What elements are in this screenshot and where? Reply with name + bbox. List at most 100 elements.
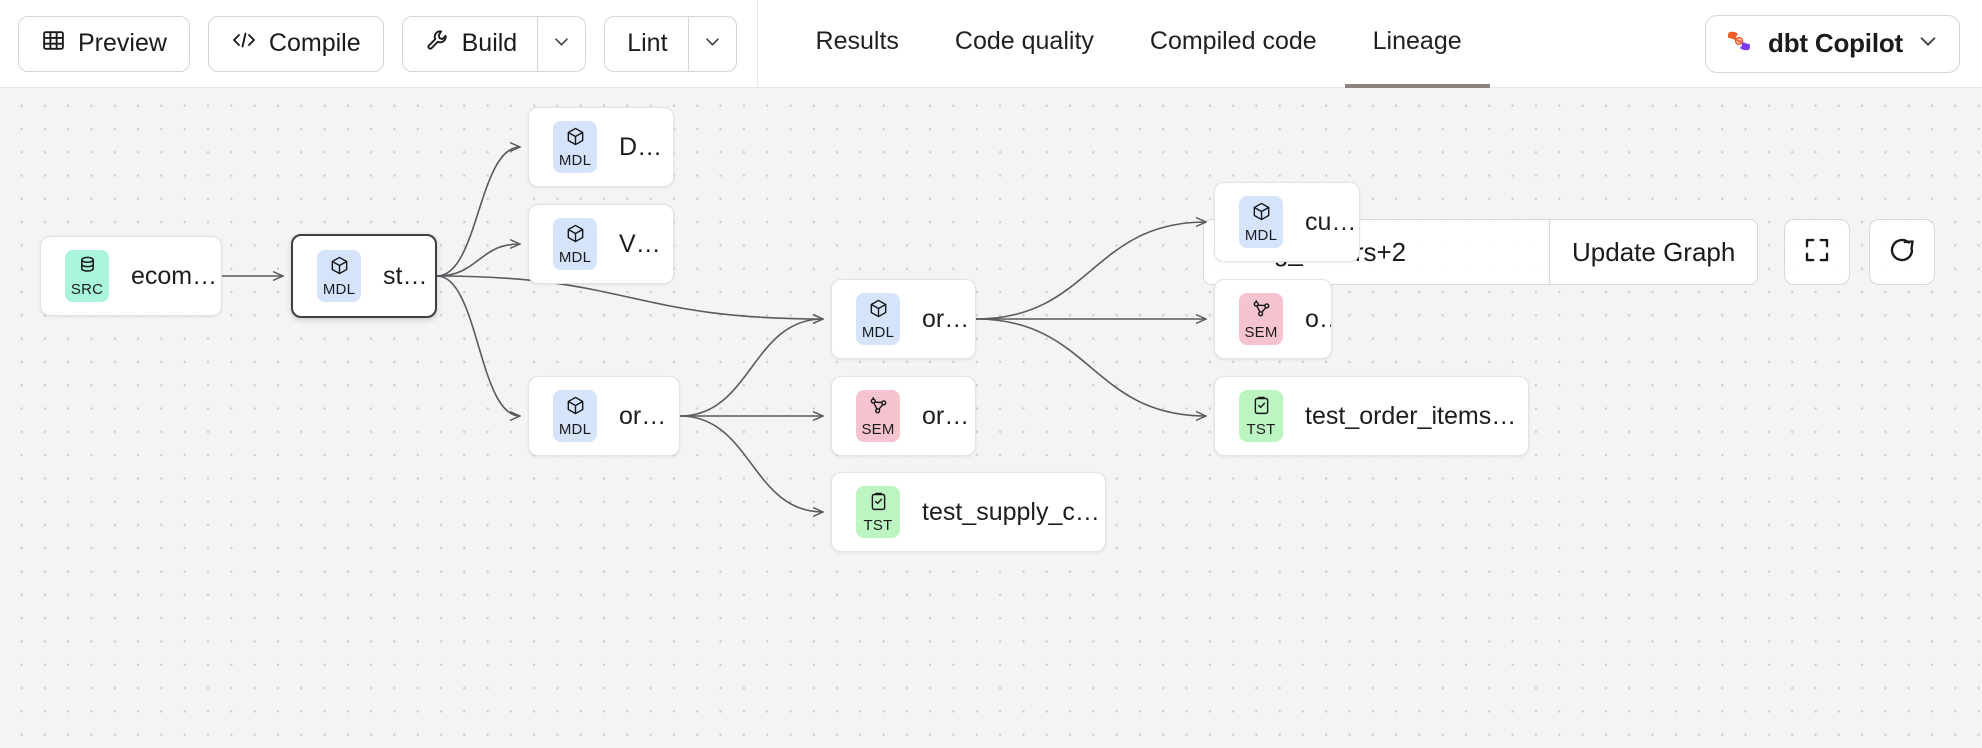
badge-type-label: MDL [861, 324, 895, 341]
compile-button-label: Compile [268, 29, 361, 57]
code-icon [231, 28, 257, 59]
clipboard-check-icon [1251, 395, 1272, 421]
badge-type-label: MDL [1244, 227, 1278, 244]
tab-label: Code quality [954, 27, 1094, 55]
badge-type-label: TST [863, 517, 893, 534]
lineage-node-ve_demo[interactable]: MDL VE_Demo [528, 204, 674, 284]
lint-dropdown-toggle[interactable] [687, 16, 736, 71]
cube-icon [565, 395, 586, 421]
lineage-node-ecom_raw_orders[interactable]: SRC ecom.raw_orders [40, 236, 222, 316]
lineage-node-order_item_sem[interactable]: SEM order_item [831, 376, 976, 456]
tst-badge: TST [856, 486, 900, 538]
lint-button-label: Lint [627, 29, 668, 57]
lineage-node-orders_mdl[interactable]: MDL orders [831, 279, 976, 359]
tab-compiled-code[interactable]: Compiled code [1122, 0, 1345, 88]
lineage-edge [679, 319, 823, 417]
editor-toolbar: Preview Compile Build [0, 0, 737, 88]
tab-label: Results [815, 27, 899, 55]
refresh-graph-button[interactable] [1869, 219, 1935, 285]
lineage-node-customers[interactable]: MDL customers [1214, 182, 1360, 262]
lineage-node-orders_sem[interactable]: SEM orders [1214, 279, 1332, 359]
lineage-canvas[interactable]: SRCecom.raw_ordersMDLstg_ordersMDLDemoMD… [0, 88, 1982, 748]
dbt-copilot-label: dbt Copilot [1768, 28, 1903, 58]
lineage-node-label: VE_Demo [619, 229, 673, 258]
lineage-node-label: test_order_items_compute_to_bools_c... [1305, 401, 1528, 430]
build-button[interactable]: Build [403, 17, 538, 71]
preview-button[interactable]: Preview [18, 15, 190, 72]
update-graph-button[interactable]: Update Graph [1549, 220, 1758, 284]
network-nodes-icon [868, 395, 889, 421]
table-icon [41, 28, 66, 60]
lineage-edge [679, 415, 823, 512]
fullscreen-button[interactable] [1784, 219, 1850, 285]
wrench-icon [425, 28, 450, 60]
lineage-edge [436, 244, 520, 277]
badge-type-label: MDL [558, 421, 592, 438]
lineage-node-label: Demo [619, 132, 673, 161]
mdl-badge: MDL [317, 250, 361, 302]
database-icon [77, 255, 98, 281]
tab-code-quality[interactable]: Code quality [927, 0, 1122, 88]
dbt-copilot-icon [1724, 26, 1754, 61]
lineage-edge [975, 222, 1206, 320]
tab-label: Lineage [1372, 27, 1462, 55]
chevron-down-icon [552, 32, 571, 56]
copilot-container: dbt Copilot [1705, 14, 1982, 73]
header-divider [756, 0, 758, 88]
lint-button-group: Lint [604, 15, 737, 72]
cube-icon [868, 298, 889, 324]
preview-button-label: Preview [78, 29, 167, 57]
result-pane-tabs: Results Code quality Compiled code Linea… [788, 0, 1490, 88]
lineage-node-label: test_supply_costs_sum_correctly [922, 497, 1105, 526]
mdl-badge: MDL [553, 390, 597, 442]
lineage-edge [436, 147, 520, 277]
build-button-group: Build [401, 15, 587, 72]
lineage-edge [975, 318, 1206, 416]
badge-type-label: SEM [861, 421, 895, 438]
tab-label: Compiled code [1149, 27, 1317, 55]
app-header: Preview Compile Build [0, 0, 1982, 88]
lineage-node-test_supply_costs[interactable]: TST test_supply_costs_sum_correctly [831, 472, 1106, 552]
lineage-node-label: orders [1305, 304, 1331, 333]
lineage-node-stg_orders[interactable]: MDL stg_orders [291, 234, 437, 318]
sem-badge: SEM [856, 390, 900, 442]
cube-icon [1251, 201, 1272, 227]
update-graph-label: Update Graph [1572, 236, 1736, 267]
compile-button[interactable]: Compile [207, 15, 384, 72]
lineage-edges [222, 88, 1982, 748]
network-nodes-icon [1251, 298, 1272, 324]
refresh-icon [1887, 235, 1917, 270]
mdl-badge: MDL [553, 218, 597, 270]
lineage-node-label: order_items [619, 401, 679, 430]
badge-type-label: SEM [1244, 324, 1278, 341]
lineage-edge [436, 275, 520, 416]
cube-icon [565, 223, 586, 249]
lineage-node-demo[interactable]: MDL Demo [528, 107, 674, 187]
lineage-node-label: orders [922, 304, 975, 333]
lineage-node-test_order_items[interactable]: TST test_order_items_compute_to_bools_c..… [1214, 376, 1529, 456]
chevron-down-icon [1917, 30, 1939, 57]
src-badge: SRC [65, 250, 109, 302]
tab-results[interactable]: Results [788, 0, 927, 88]
cube-icon [565, 126, 586, 152]
mdl-badge: MDL [1239, 196, 1283, 248]
badge-type-label: MDL [558, 152, 592, 169]
badge-type-label: MDL [558, 249, 592, 266]
build-button-label: Build [461, 29, 518, 57]
lint-button[interactable]: Lint [605, 17, 687, 71]
lineage-node-label: order_item [922, 401, 975, 430]
build-dropdown-toggle[interactable] [537, 16, 585, 71]
lineage-node-label: ecom.raw_orders [131, 261, 221, 290]
clipboard-check-icon [868, 491, 889, 517]
badge-type-label: MDL [322, 281, 356, 298]
lineage-node-label: customers [1305, 207, 1359, 236]
badge-type-label: SRC [70, 281, 104, 298]
chevron-down-icon [703, 32, 722, 56]
lineage-node-order_items[interactable]: MDL order_items [528, 376, 680, 456]
cube-icon [329, 255, 350, 281]
lineage-node-label: stg_orders [383, 261, 435, 290]
dbt-copilot-button[interactable]: dbt Copilot [1705, 14, 1960, 73]
tab-lineage[interactable]: Lineage [1344, 0, 1490, 88]
badge-type-label: TST [1246, 421, 1276, 438]
tst-badge: TST [1239, 390, 1283, 442]
